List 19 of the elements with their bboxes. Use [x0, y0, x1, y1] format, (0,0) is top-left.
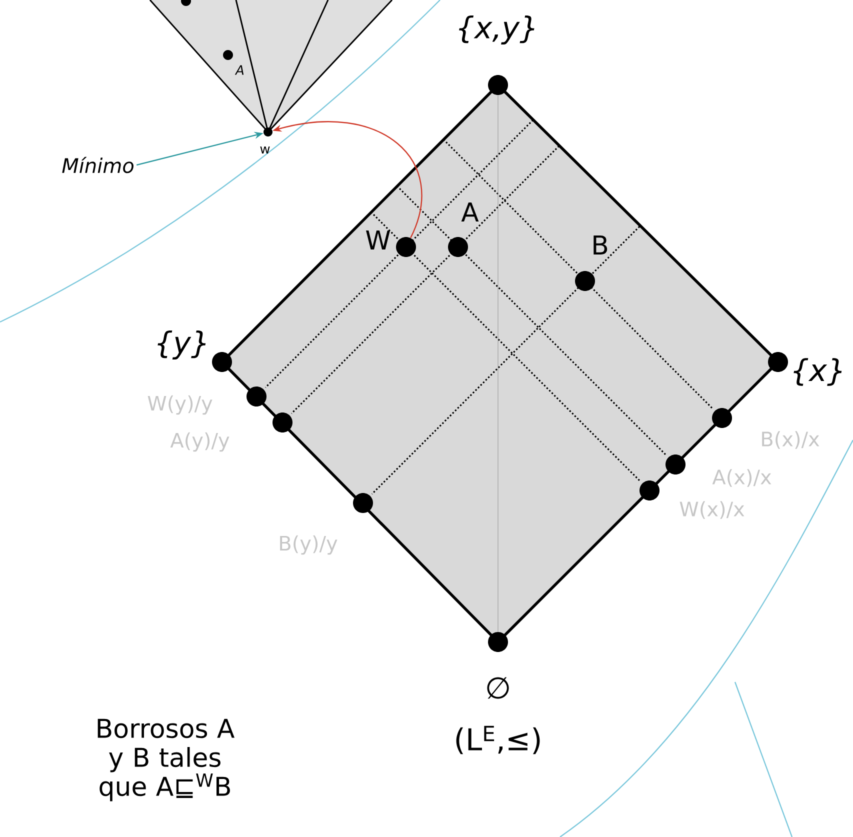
- lattice-label: (L$^{E}$,≤): [456, 726, 540, 754]
- node-label: A: [461, 202, 479, 222]
- note-text: Borrosos A y B tales que A⊑$^{W}$B: [98, 718, 234, 802]
- node-label: ∅: [487, 677, 509, 699]
- node-label: w: [260, 146, 270, 154]
- node-label: W: [366, 230, 390, 250]
- node-label: A: [234, 65, 244, 75]
- node-label: W(y)/y: [148, 395, 212, 415]
- callout-text: Mínimo: [62, 156, 134, 174]
- node-label: {x,y}: [459, 15, 534, 45]
- node-label: A(x)/x: [712, 469, 772, 487]
- node-label: {y}: [158, 330, 206, 360]
- node-label: B: [594, 236, 608, 254]
- minimum-point: w: [260, 128, 272, 154]
- node-label: B(x)/x: [762, 431, 820, 449]
- node-label: W(x)/x: [680, 501, 744, 519]
- node-label: A(y)/y: [170, 432, 230, 452]
- node-label: B(y)/y: [280, 535, 338, 555]
- node-label: {x}: [794, 358, 842, 386]
